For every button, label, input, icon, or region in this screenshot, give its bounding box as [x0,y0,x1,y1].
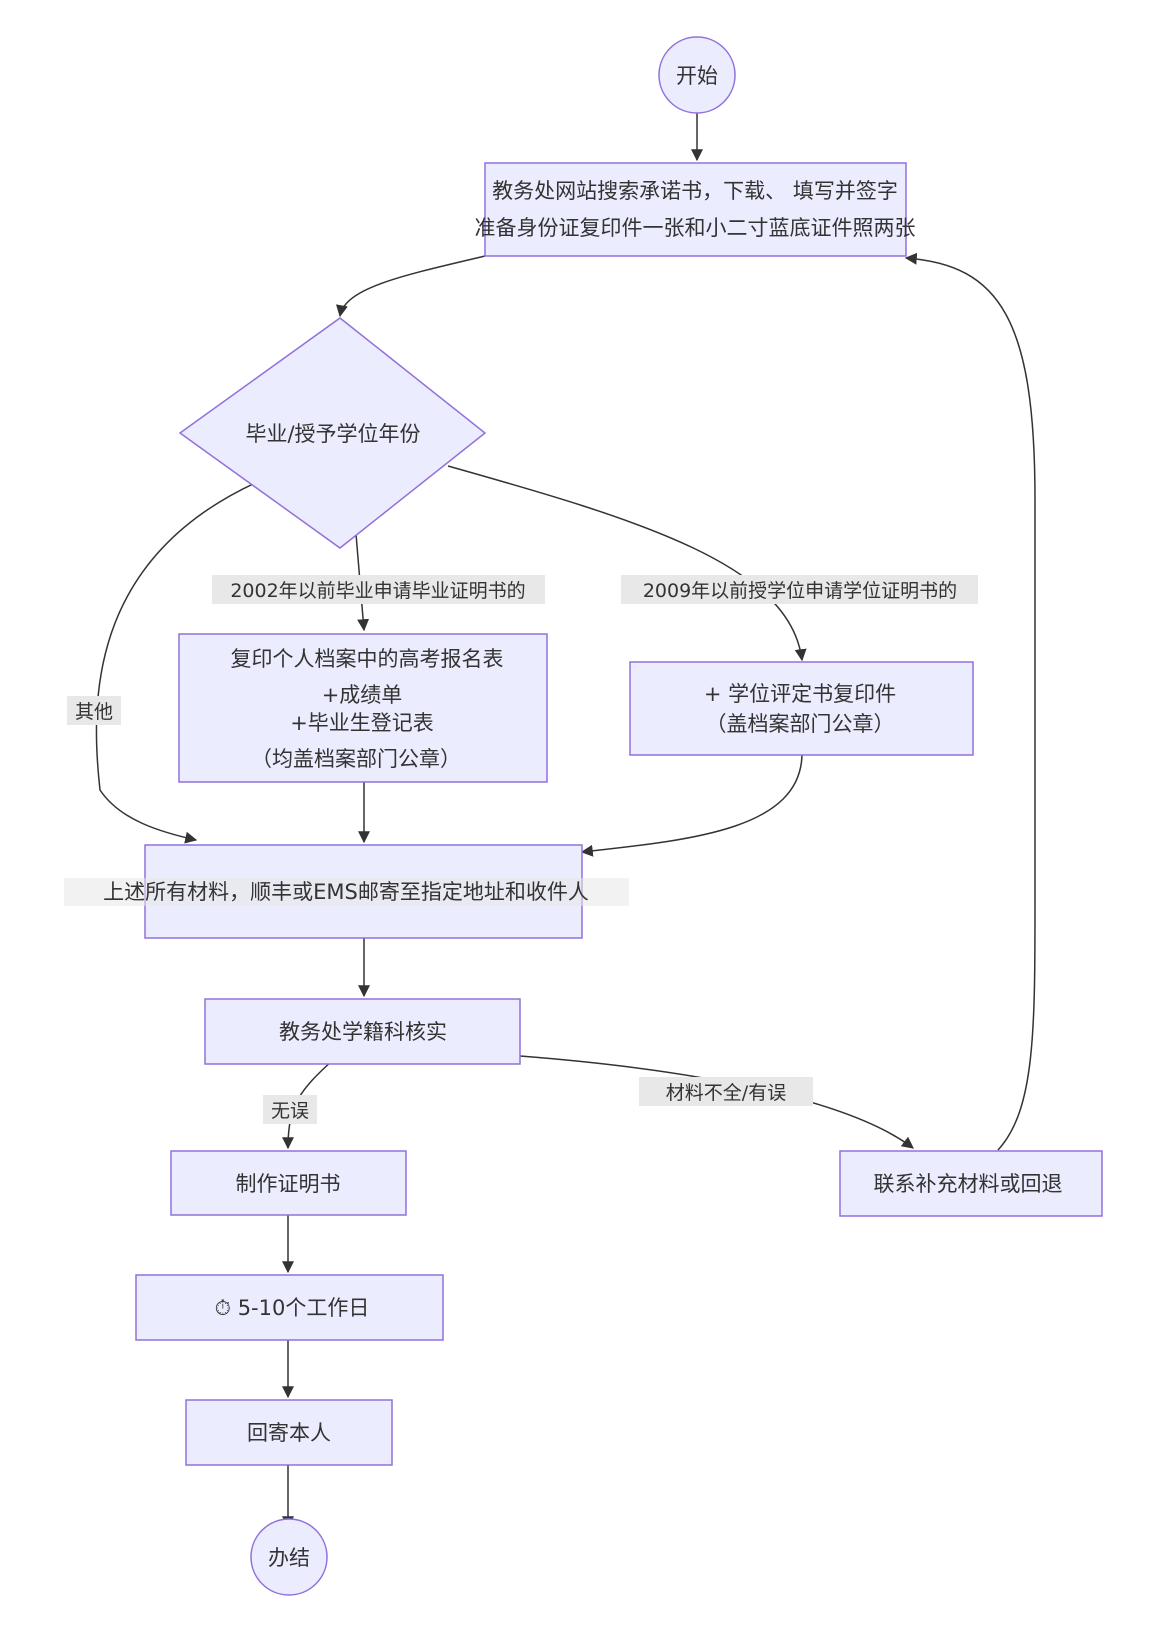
download-step-node: 教务处网站搜索承诺书，下载、 填写并签字 准备身份证复印件一张和小二寸蓝底证件照… [475,162,916,257]
make-step-node: 制作证明书 [170,1150,407,1216]
edge-download-to-decision [336,255,486,318]
supplement-step-label: 联系补充材料或回退 [874,1172,1063,1196]
mail-step-label: 上述所有材料，顺丰或EMS邮寄至指定地址和收件人 [103,880,589,904]
edge-label-pre2009: 2009年以前授学位申请学位证明书的 [643,580,957,602]
edge-degree-docs-to-mail [580,754,803,857]
start-label: 开始 [676,64,718,88]
make-step-label: 制作证明书 [236,1172,341,1196]
edges [95,103,1036,1529]
edge-label-ok: 无误 [271,1100,309,1122]
supplement-step-node: 联系补充材料或回退 [839,1150,1103,1217]
return-step-node: 回寄本人 [185,1399,393,1466]
edge-decision-to-degree-docs [447,465,807,662]
degree-docs-node: + 学位评定书复印件 （盖档案部门公章） [629,661,974,756]
degree-docs-line-2: （盖档案部门公章） [706,712,895,736]
grad-docs-line-3: +毕业生登记表 [290,711,434,735]
wait-step-label: ⏱ 5-10个工作日 [215,1296,370,1320]
start-node: 开始 [658,36,736,114]
wait-step-node: ⏱ 5-10个工作日 [135,1274,444,1341]
download-step-line-1: 教务处网站搜索承诺书，下载、 填写并签字 [492,179,898,203]
return-step-label: 回寄本人 [247,1421,331,1445]
decision-year-label: 毕业/授予学位年份 [245,422,420,446]
mail-step-node: 上述所有材料，顺丰或EMS邮寄至指定地址和收件人 [64,844,629,939]
edge-label-incomplete: 材料不全/有误 [666,1082,786,1104]
edge-label-other: 其他 [75,701,113,723]
grad-docs-node: 复印个人档案中的高考报名表 +成绩单 +毕业生登记表 （均盖档案部门公章） [178,633,548,783]
grad-docs-line-1: 复印个人档案中的高考报名表 [231,647,504,671]
decision-year-node: 毕业/授予学位年份 [178,317,487,549]
verify-step-label: 教务处学籍科核实 [279,1020,447,1044]
end-label: 办结 [268,1546,310,1570]
verify-step-node: 教务处学籍科核实 [204,998,521,1065]
download-step-line-2: 准备身份证复印件一张和小二寸蓝底证件照两张 [475,216,916,240]
grad-docs-line-2: +成绩单 [322,683,403,707]
edge-labels: 2002年以前毕业申请毕业证明书的 2009年以前授学位申请学位证明书的 其他 … [67,575,978,1124]
edge-label-pre2002: 2002年以前毕业申请毕业证明书的 [230,580,525,602]
edge-decision-other-to-mail [95,482,256,844]
edge-supplement-to-download [904,252,1036,1151]
end-node: 办结 [250,1518,328,1596]
degree-docs-line-1: + 学位评定书复印件 [704,682,896,706]
grad-docs-line-4: （均盖档案部门公章） [251,747,461,771]
